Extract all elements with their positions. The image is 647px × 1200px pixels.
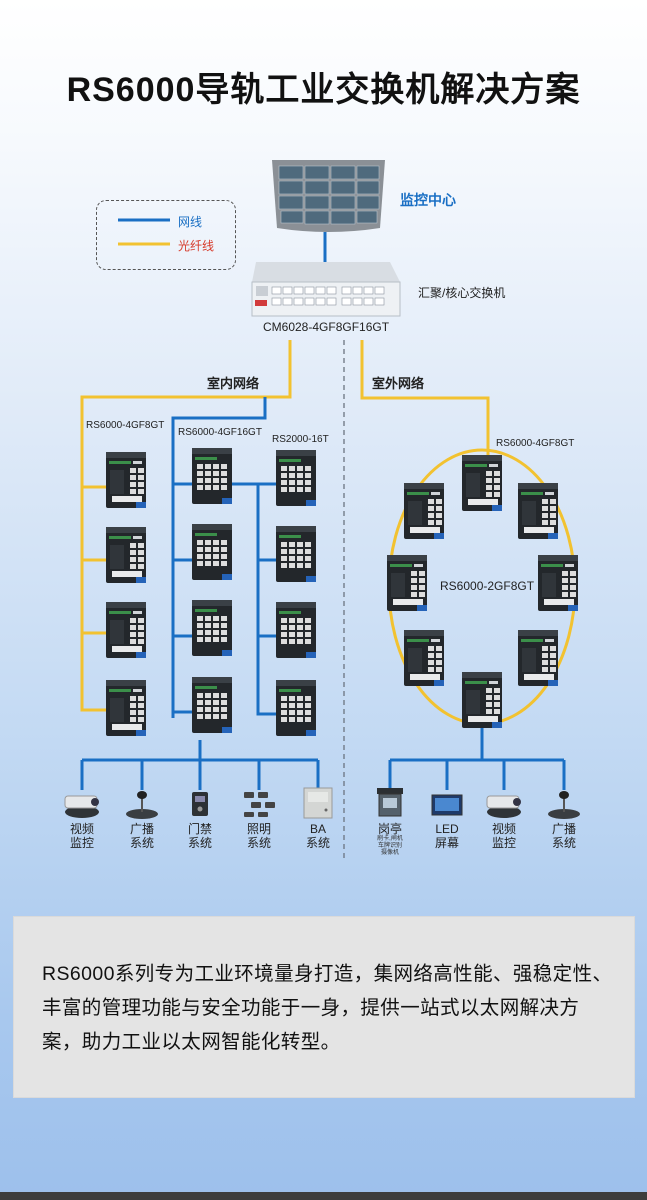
network-diagram: [64, 160, 580, 858]
monitor-wall-icon: [272, 160, 385, 232]
indoor-col1-model: RS6000-4GF8GT: [86, 420, 165, 431]
device-label-booth: 岗亭 刷卡,闸机 车牌识别 摄像机: [377, 822, 403, 856]
device-label-video: 视频监控: [69, 822, 94, 850]
outdoor-network-label: 室外网络: [372, 376, 425, 391]
description-text: RS6000系列专为工业环境量身打造，集网络高性能、强稳定性、丰富的管理功能与安…: [42, 963, 613, 1053]
device-label-video-outdoor: 视频监控: [491, 822, 516, 850]
switch-icon: [518, 630, 558, 686]
access-control-icon: [192, 792, 208, 816]
legend-network-cable: 网线: [178, 215, 203, 229]
switch-icon: [276, 602, 316, 658]
switch-icon: [518, 483, 558, 539]
switch-icon: [462, 672, 502, 728]
description-box: RS6000系列专为工业环境量身打造，集网络高性能、强稳定性、丰富的管理功能与安…: [14, 917, 634, 1097]
switch-icon: [106, 527, 146, 583]
switch-icon: [538, 555, 578, 611]
cabinet-icon: [303, 787, 333, 819]
device-label-lighting: 照明系统: [246, 822, 271, 850]
device-label-broadcast-outdoor: 广播系统: [551, 822, 576, 850]
core-switch-model: CM6028-4GF8GF16GT: [263, 320, 390, 334]
ring-top-model: RS6000-4GF8GT: [496, 438, 575, 449]
device-label-access: 门禁系统: [187, 822, 212, 850]
legend: [96, 200, 236, 270]
switch-icon: [192, 677, 232, 733]
microphone-icon: [126, 791, 158, 819]
core-switch-caption: 汇聚/核心交换机: [418, 286, 506, 300]
switch-icon: [106, 602, 146, 658]
switch-icon: [462, 455, 502, 511]
switch-icon: [276, 526, 316, 582]
ring-center-model: RS6000-2GF8GT: [440, 579, 535, 593]
microphone-icon: [548, 791, 580, 819]
switch-icon: [404, 630, 444, 686]
camera-icon: [64, 795, 99, 818]
switch-icon: [276, 450, 316, 506]
camera-icon: [486, 795, 521, 818]
core-switch-icon: [251, 262, 401, 317]
legend-fiber: 光纤线: [178, 239, 215, 253]
bottom-bar: [0, 1192, 647, 1200]
switch-icon: [276, 680, 316, 736]
monitor-center-label: 监控中心: [400, 192, 456, 208]
device-label-broadcast: 广播系统: [129, 822, 154, 850]
indoor-network-label: 室内网络: [207, 376, 260, 391]
led-screen-icon: [431, 794, 463, 816]
page-title: RS6000导轨工业交换机解决方案: [66, 71, 581, 109]
indoor-col3-model: RS2000-16T: [272, 434, 329, 445]
switch-icon: [192, 600, 232, 656]
switch-icon: [192, 524, 232, 580]
lighting-icon: [244, 792, 275, 817]
switch-icon: [106, 680, 146, 736]
switch-icon: [106, 452, 146, 508]
switch-icon: [192, 448, 232, 504]
booth-icon: [377, 788, 403, 817]
indoor-col2-model: RS6000-4GF16GT: [178, 427, 262, 438]
switch-icon: [387, 555, 427, 611]
switch-icon: [404, 483, 444, 539]
